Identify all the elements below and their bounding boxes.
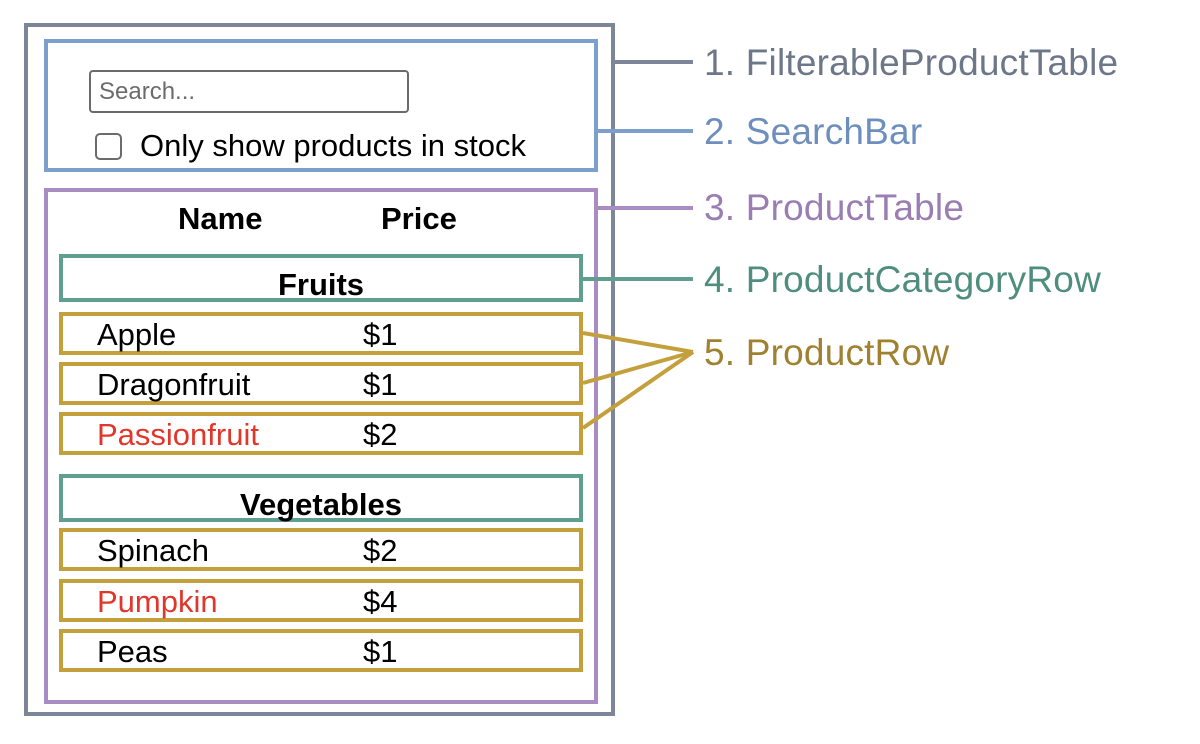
product-row: Spinach $2 [59,528,583,571]
product-name: Peas [97,634,168,669]
product-row: Passionfruit $2 [59,412,583,455]
product-name: Pumpkin [97,584,218,619]
search-bar-box [44,39,598,172]
category-row-fruits: Fruits [59,254,583,302]
product-table-box [44,188,598,704]
product-price: $1 [363,367,398,402]
product-name: Apple [97,317,177,352]
product-price: $1 [363,317,398,352]
product-row: Apple $1 [59,312,583,355]
product-name: Spinach [97,533,210,568]
product-price: $2 [363,533,398,568]
in-stock-checkbox-label: Only show products in stock [140,128,526,163]
category-label: Vegetables [240,487,402,522]
product-name: Dragonfruit [97,367,251,402]
product-price: $4 [363,584,398,619]
product-price: $2 [363,417,398,452]
filterable-product-table-box [24,23,615,716]
product-price: $1 [363,634,398,669]
product-row: Pumpkin $4 [59,579,583,622]
column-header-name: Name [178,201,263,236]
label-search-bar: 2. SearchBar [704,111,923,152]
product-name: Passionfruit [97,417,259,452]
column-header-price: Price [381,201,457,236]
label-filterable-product-table: 1. FilterableProductTable [704,42,1119,83]
product-row: Dragonfruit $1 [59,362,583,405]
product-row: Peas $1 [59,629,583,672]
search-input[interactable] [89,70,409,113]
category-row-vegetables: Vegetables [59,474,583,522]
in-stock-checkbox[interactable] [95,133,122,160]
label-product-table: 3. ProductTable [704,187,965,228]
connector-product-row [581,331,695,430]
category-label: Fruits [277,267,365,302]
label-product-row: 5. ProductRow [704,332,950,373]
label-product-category-row: 4. ProductCategoryRow [704,259,1101,300]
